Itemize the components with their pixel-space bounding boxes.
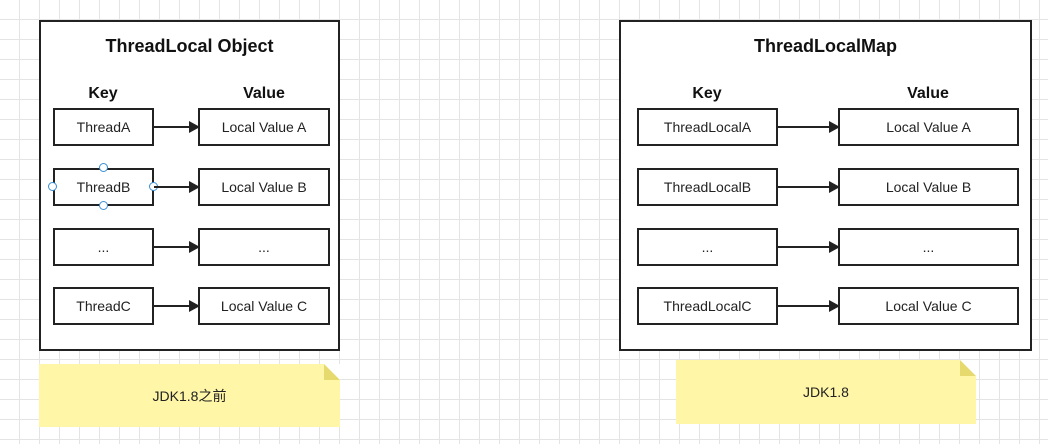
selection-handle-left[interactable] (48, 182, 57, 191)
arrow-connector[interactable] (154, 181, 200, 193)
value-cell-b[interactable]: Local Value B (838, 168, 1019, 206)
note-fold-corner (324, 364, 340, 380)
key-cell-thread-c[interactable]: ThreadC (53, 287, 154, 325)
key-cell-threadlocal-b[interactable]: ThreadLocalB (637, 168, 778, 206)
key-cell-ellipsis[interactable]: ... (53, 228, 154, 266)
selection-handle-bottom[interactable] (99, 201, 108, 210)
panel-title: ThreadLocalMap (753, 36, 898, 56)
sticky-note-pre-jdk18[interactable]: JDK1.8之前 (39, 364, 340, 427)
selection-handle-top[interactable] (99, 163, 108, 172)
value-cell-c[interactable]: Local Value C (838, 287, 1019, 325)
threadlocalmap-panel[interactable]: ThreadLocalMap Key Value ThreadLocalA Lo… (619, 20, 1032, 351)
key-cell-thread-a[interactable]: ThreadA (53, 108, 154, 146)
arrow-connector[interactable] (154, 241, 200, 253)
key-cell-threadlocal-c[interactable]: ThreadLocalC (637, 287, 778, 325)
note-fold-corner (960, 360, 976, 376)
threadlocal-object-panel[interactable]: ThreadLocal Object Key Value ThreadA Loc… (39, 20, 340, 351)
value-header: Value (907, 85, 949, 102)
value-cell-a[interactable]: Local Value A (838, 108, 1019, 146)
arrow-connector[interactable] (154, 300, 200, 312)
key-header: Key (88, 85, 118, 102)
sticky-note-jdk18[interactable]: JDK1.8 (676, 360, 976, 424)
value-cell-ellipsis[interactable]: ... (838, 228, 1019, 266)
value-cell-a[interactable]: Local Value A (198, 108, 330, 146)
key-header: Key (692, 85, 722, 102)
note-text: JDK1.8之前 (152, 387, 227, 404)
note-text: JDK1.8 (803, 384, 849, 400)
arrow-connector[interactable] (778, 300, 840, 312)
key-cell-ellipsis[interactable]: ... (637, 228, 778, 266)
arrow-connector[interactable] (778, 241, 840, 253)
arrow-connector[interactable] (154, 121, 200, 133)
value-cell-b[interactable]: Local Value B (198, 168, 330, 206)
value-cell-c[interactable]: Local Value C (198, 287, 330, 325)
arrow-connector[interactable] (778, 181, 840, 193)
panel-title: ThreadLocal Object (105, 36, 274, 56)
value-cell-ellipsis[interactable]: ... (198, 228, 330, 266)
value-header: Value (243, 85, 285, 102)
arrow-connector[interactable] (778, 121, 840, 133)
key-cell-threadlocal-a[interactable]: ThreadLocalA (637, 108, 778, 146)
